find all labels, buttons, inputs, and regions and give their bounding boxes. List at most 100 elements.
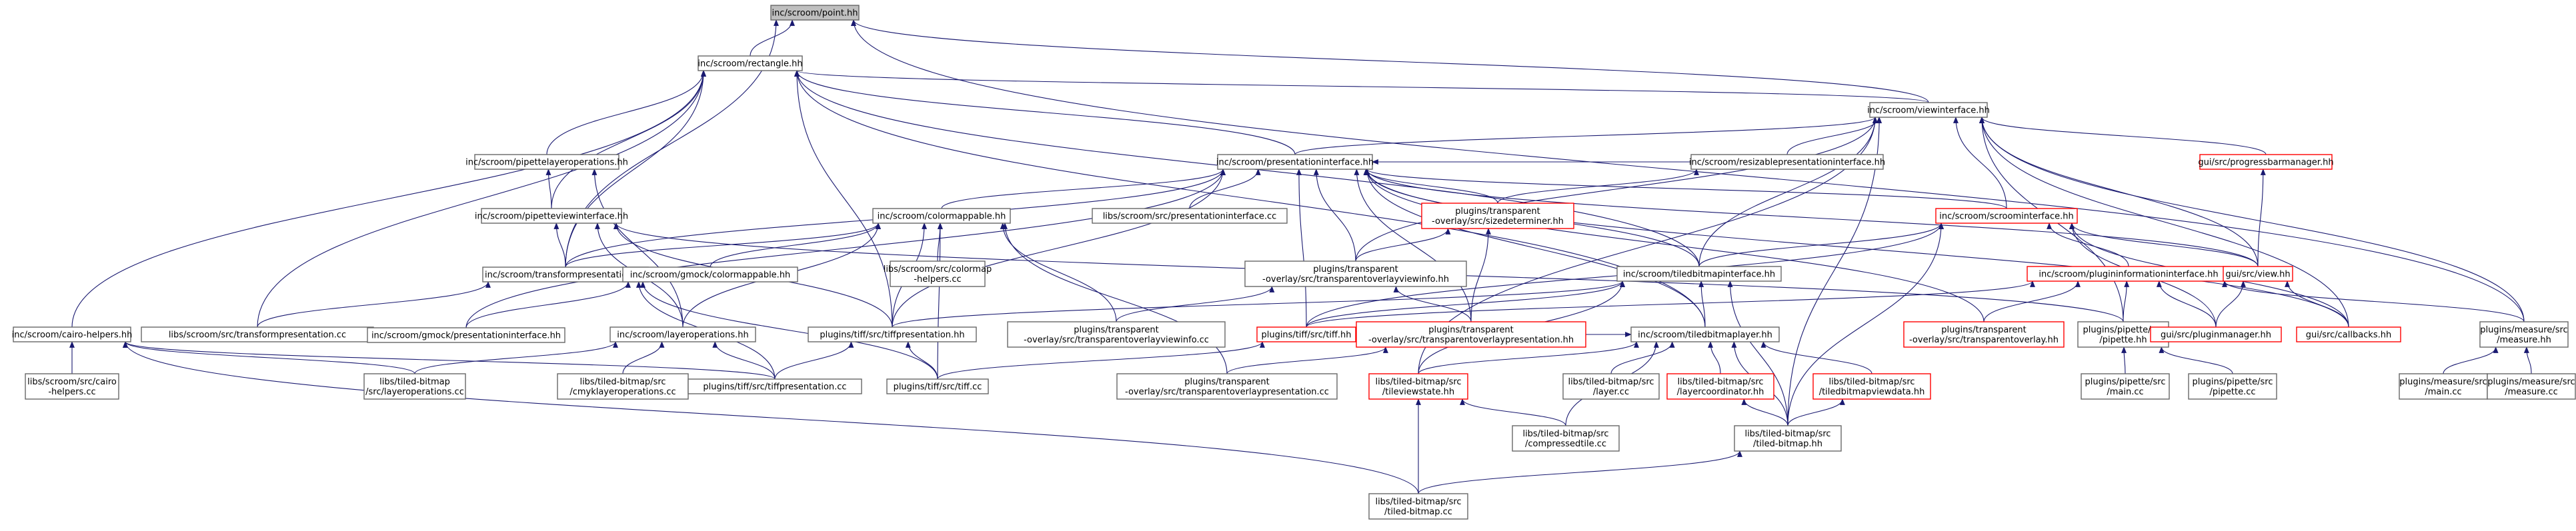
node-label: plugins/transparent bbox=[1184, 377, 1269, 387]
node-label: -overlay/src/sizedeterminer.hh bbox=[1432, 217, 1564, 227]
edge-callbacks-to-guiview bbox=[2285, 280, 2349, 328]
node-tbmlayerops[interactable]: libs/tiled-bitmap/src/layeroperations.cc bbox=[363, 373, 466, 400]
edge-gmockpres-to-gmockcm bbox=[465, 281, 631, 328]
edge-tifcc-to-tifhh bbox=[937, 341, 1265, 380]
edge-tovinfo-to-sizedet bbox=[1355, 228, 1451, 262]
node-box bbox=[1630, 326, 1780, 342]
node-box bbox=[698, 55, 803, 71]
node-pipelayer[interactable]: inc/scroom/pipettelayeroperations.hh bbox=[465, 154, 628, 170]
node-label: plugins/transparent bbox=[1941, 325, 2026, 335]
node-label: libs/tiled-bitmap/src bbox=[1828, 377, 1914, 387]
node-pres[interactable]: inc/scroom/presentationinterface.hh bbox=[1216, 154, 1374, 170]
node-callbacks[interactable]: gui/src/callbacks.hh bbox=[2296, 326, 2401, 342]
node-label: inc/scroom/plugininformationinterface.hh bbox=[2039, 270, 2218, 280]
node-layercc[interactable]: libs/tiled-bitmap/src/layer.cc bbox=[1562, 373, 1660, 400]
node-plugininfo[interactable]: inc/scroom/plugininformationinterface.hh bbox=[2027, 266, 2231, 282]
node-pipeview[interactable]: inc/scroom/pipetteviewinterface.hh bbox=[475, 208, 628, 224]
edge-transpreshh-to-colormap bbox=[565, 223, 881, 268]
node-label: libs/tiled-bitmap/src bbox=[1677, 377, 1763, 387]
node-label: plugins/tiff/src/tiff.hh bbox=[1261, 330, 1351, 340]
node-label: -helpers.cc bbox=[914, 274, 961, 284]
edge-gmockcm-to-colormap bbox=[710, 223, 881, 268]
edge-pres-to-view bbox=[1294, 117, 1878, 155]
edge-cmyk-to-layerops bbox=[622, 341, 665, 374]
node-rect[interactable]: inc/scroom/rectangle.hh bbox=[698, 55, 803, 71]
node-guiview[interactable]: gui/src/view.hh bbox=[2223, 266, 2293, 282]
node-pluginmgr[interactable]: gui/src/pluginmanager.hh bbox=[2150, 326, 2282, 342]
node-tbmhh[interactable]: libs/tiled-bitmap/src/tiled-bitmap.hh bbox=[1734, 425, 1842, 452]
node-label: inc/scroom/tiledbitmaplayer.hh bbox=[1638, 330, 1772, 340]
node-colormap[interactable]: inc/scroom/colormappable.hh bbox=[872, 208, 1011, 224]
edge-view-to-rect bbox=[794, 70, 1929, 103]
node-tifcc[interactable]: plugins/tiff/src/tiff.cc bbox=[886, 378, 989, 394]
node-cmyk[interactable]: libs/tiled-bitmap/src/cmyklayeroperation… bbox=[557, 373, 689, 400]
node-pipmain[interactable]: plugins/pipette/src/main.cc bbox=[2081, 373, 2170, 400]
edge-tifprescc-to-tifpres bbox=[774, 341, 854, 380]
node-box bbox=[1368, 493, 1468, 520]
node-colormapcc[interactable]: libs/scroom/src/colormap-helpers.cc bbox=[884, 261, 992, 287]
edge-tbmhh-to-tbviewdata bbox=[1787, 398, 1845, 426]
edge-tifhh-to-plugininfo bbox=[1306, 280, 2035, 328]
node-tifhh[interactable]: plugins/tiff/src/tiff.hh bbox=[1256, 326, 1356, 342]
edge-pres-to-rect bbox=[794, 70, 1296, 155]
node-measmain[interactable]: plugins/measure/src/main.cc bbox=[2399, 373, 2488, 400]
node-label: libs/tiled-bitmap/src bbox=[1568, 377, 1654, 387]
node-box bbox=[808, 326, 977, 342]
node-transpres[interactable]: libs/scroom/src/transformpresentation.cc bbox=[141, 326, 374, 342]
edge-compressed-to-tileview bbox=[1460, 398, 1566, 426]
node-tileview[interactable]: libs/tiled-bitmap/src/tileviewstate.hh bbox=[1368, 373, 1468, 400]
node-tovinfocc[interactable]: plugins/transparent-overlay/src/transpar… bbox=[1007, 321, 1226, 348]
node-pipcc[interactable]: plugins/pipette/src/pipette.cc bbox=[2188, 373, 2277, 400]
node-layerops[interactable]: inc/scroom/layeroperations.hh bbox=[609, 326, 756, 342]
node-tbmcc[interactable]: libs/tiled-bitmap/src/tiled-bitmap.cc bbox=[1368, 493, 1468, 520]
node-label: /tileviewstate.hh bbox=[1382, 387, 1454, 397]
node-tovpres[interactable]: plugins/transparent-overlay/src/transpar… bbox=[1356, 321, 1586, 348]
node-layercoord[interactable]: libs/tiled-bitmap/src/layercoordinator.h… bbox=[1666, 373, 1774, 400]
node-label: libs/tiled-bitmap bbox=[379, 377, 450, 387]
node-progress[interactable]: gui/src/progressbarmanager.hh bbox=[2198, 154, 2334, 170]
node-label: libs/scroom/src/transformpresentation.cc bbox=[169, 330, 346, 340]
node-box bbox=[1512, 425, 1620, 452]
edge-tifpres-to-rect bbox=[794, 70, 893, 328]
node-label: libs/tiled-bitmap/src bbox=[1375, 497, 1461, 507]
edge-tbmhh-to-view bbox=[1787, 117, 1882, 426]
node-tifprescc[interactable]: plugins/tiff/src/tiffpresentation.cc bbox=[688, 378, 862, 394]
node-compressed[interactable]: libs/tiled-bitmap/src/compressedtile.cc bbox=[1512, 425, 1620, 452]
node-meascc[interactable]: plugins/measure/src/measure.cc bbox=[2487, 373, 2576, 400]
node-tiledmapif[interactable]: inc/scroom/tiledbitmapinterface.hh bbox=[1616, 266, 1782, 282]
node-cairocc[interactable]: libs/scroom/src/cairo-helpers.cc bbox=[25, 373, 119, 400]
node-label: inc/scroom/point.hh bbox=[772, 9, 858, 19]
node-tiledlayer[interactable]: inc/scroom/tiledbitmaplayer.hh bbox=[1630, 326, 1780, 342]
node-gmockcm[interactable]: inc/scroom/gmock/colormappable.hh bbox=[622, 266, 798, 282]
edge-sizedet-to-resizable bbox=[1497, 169, 1699, 204]
node-tovhh[interactable]: plugins/transparent-overlay/src/transpar… bbox=[1903, 321, 2065, 348]
node-view[interactable]: inc/scroom/viewinterface.hh bbox=[1867, 102, 1990, 118]
node-scroomif[interactable]: inc/scroom/scroominterface.hh bbox=[1935, 208, 2078, 224]
node-sizedet[interactable]: plugins/transparent-overlay/src/sizedete… bbox=[1421, 203, 1574, 229]
edge-tiledlayer-to-tiledmapif bbox=[1698, 280, 1706, 328]
node-label: -overlay/src/transparentoverlay.hh bbox=[1909, 335, 2059, 345]
node-point[interactable]: inc/scroom/point.hh bbox=[770, 5, 860, 21]
node-tbviewdata[interactable]: libs/tiled-bitmap/src/tiledbitmapviewdat… bbox=[1812, 373, 1931, 400]
node-label: inc/scroom/resizablepresentationinterfac… bbox=[1689, 158, 1885, 168]
node-presentcc[interactable]: libs/scroom/src/presentationinterface.cc bbox=[1092, 208, 1288, 224]
node-tovprescc[interactable]: plugins/transparent-overlay/src/transpar… bbox=[1116, 373, 1338, 400]
node-box bbox=[2399, 373, 2488, 400]
node-measure[interactable]: plugins/measure/src/measure.hh bbox=[2479, 321, 2569, 348]
edge-tileview-to-tiledlayer bbox=[1418, 341, 1639, 374]
node-label: /main.cc bbox=[2107, 387, 2143, 397]
node-tifpres[interactable]: plugins/tiff/src/tiffpresentation.hh bbox=[808, 326, 977, 342]
node-tovinfo[interactable]: plugins/transparent-overlay/src/transpar… bbox=[1244, 261, 1467, 287]
node-resizable[interactable]: inc/scroom/resizablepresentationinterfac… bbox=[1689, 154, 1885, 170]
node-label: inc/scroom/gmock/presentationinterface.h… bbox=[371, 331, 561, 341]
node-label: inc/scroom/layeroperations.hh bbox=[617, 330, 748, 340]
node-cairo[interactable]: inc/scroom/cairo-helpers.hh bbox=[12, 326, 133, 342]
node-box bbox=[1690, 154, 1884, 170]
node-label: /tiled-bitmap.hh bbox=[1753, 439, 1822, 449]
edge-pipeview-to-pipelayer bbox=[545, 169, 552, 209]
node-gmockpres[interactable]: inc/scroom/gmock/presentationinterface.h… bbox=[367, 327, 565, 343]
node-box bbox=[622, 266, 798, 282]
edge-tovinfocc-to-colormap bbox=[1000, 223, 1117, 322]
node-pipette[interactable]: plugins/pipette/src/pipette.hh bbox=[2077, 321, 2169, 348]
